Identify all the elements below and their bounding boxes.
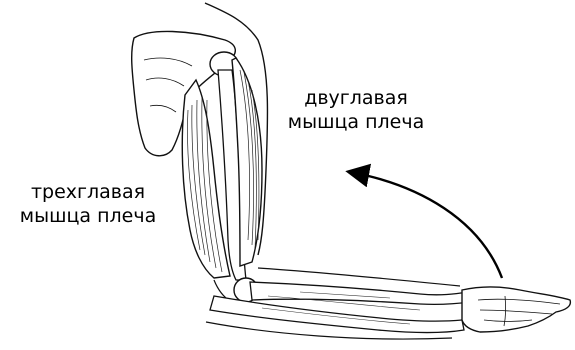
radius: [250, 282, 470, 304]
curved-arrow-icon: [350, 172, 502, 278]
triceps-label-line2: мышца плеча: [4, 204, 172, 228]
triceps-label: трехглавая мышца плеча: [4, 180, 172, 228]
hand: [462, 287, 570, 332]
biceps-label-line1: двуглавая: [272, 86, 440, 110]
biceps-label-line2: мышца плеча: [272, 110, 440, 134]
triceps-label-line1: трехглавая: [4, 180, 172, 204]
biceps-label: двуглавая мышца плеча: [272, 86, 440, 134]
